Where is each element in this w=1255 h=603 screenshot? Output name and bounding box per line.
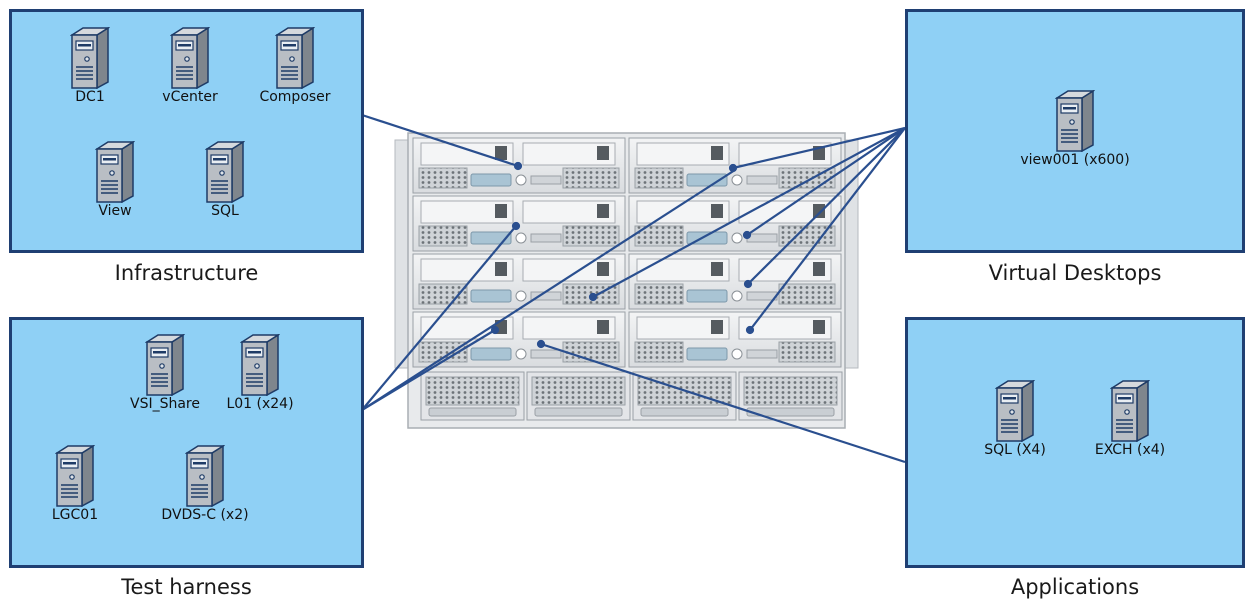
server-label: View [98,203,132,219]
tower-server-icon [55,445,95,507]
tower-server-icon [275,27,315,89]
tower-server-icon [240,334,280,396]
power-supply [632,371,737,421]
tower-server-icon [205,141,245,203]
blade-server [412,253,626,310]
group-title-virtual-desktops: Virtual Desktops [988,261,1162,285]
group-title-test-harness: Test harness [121,575,252,599]
tower-server-icon [70,27,110,89]
server-composer: Composer [250,27,340,105]
tower-server-icon [145,334,185,396]
tower-server-icon [170,27,210,89]
server-label: SQL (X4) [984,442,1046,458]
blade-server [412,137,626,194]
group-title-infrastructure: Infrastructure [114,261,259,285]
server-label: Composer [259,89,331,105]
server-label: L01 (x24) [226,396,294,412]
blade-server [628,137,842,194]
server-l01: L01 (x24) [220,334,300,412]
server-lgc01: LGC01 [40,445,110,523]
server-sql: SQL [190,141,260,219]
server-label: DVDS-C (x2) [161,507,249,523]
tower-server-icon [95,141,135,203]
blade-server [628,195,842,252]
blade-server [628,311,842,368]
server-label: VSI_Share [130,396,200,412]
server-view001: view001 (x600) [1010,90,1140,168]
tower-server-icon [185,445,225,507]
server-label: SQL [211,203,239,219]
server-label: EXCH (x4) [1094,442,1166,458]
server-vcenter: vCenter [150,27,230,105]
server-dvds-c: DVDS-C (x2) [150,445,260,523]
tower-server-icon [1055,90,1095,152]
server-dc1: DC1 [55,27,125,105]
server-label: DC1 [75,89,105,105]
test-harness-panel [9,317,364,568]
server-label: view001 (x600) [1020,152,1130,168]
blade-server [412,195,626,252]
server-label: vCenter [162,89,218,105]
applications-panel [905,317,1245,568]
blade-server [628,253,842,310]
server-exch-x4: EXCH (x4) [1085,380,1175,458]
tower-server-icon [1110,380,1150,442]
server-vsi-share: VSI_Share [120,334,210,412]
tower-server-icon [995,380,1035,442]
group-title-applications: Applications [1010,575,1140,599]
power-supply [420,371,525,421]
blade-server [412,311,626,368]
server-label: LGC01 [51,507,99,523]
power-supply [526,371,631,421]
server-view: View [80,141,150,219]
server-sql-x4: SQL (X4) [975,380,1055,458]
power-supply [738,371,843,421]
